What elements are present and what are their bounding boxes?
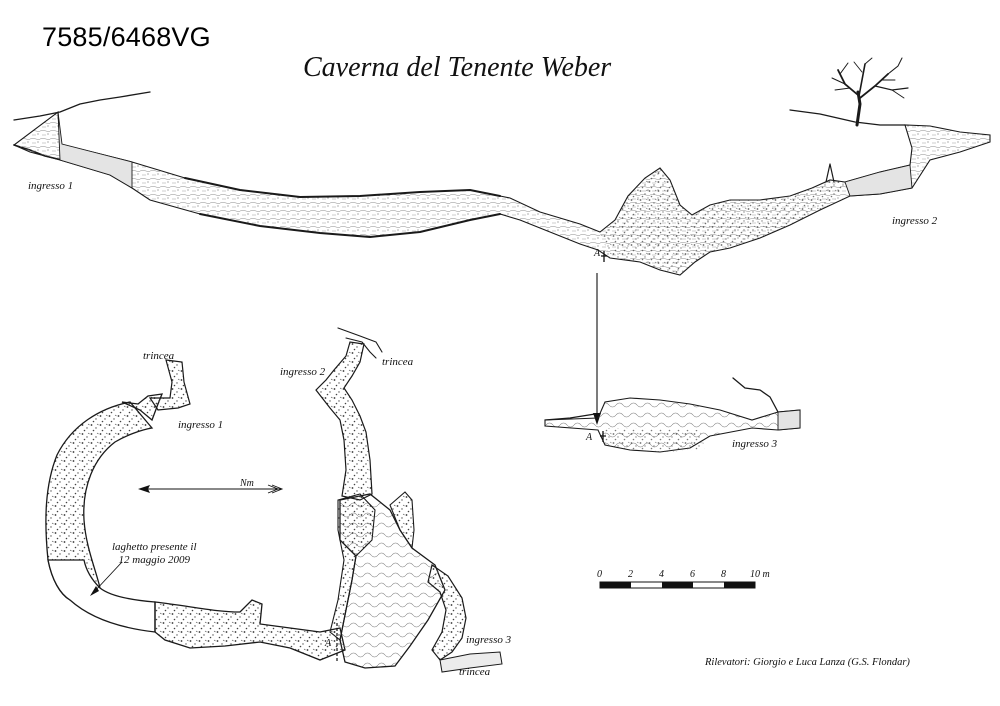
entrance-1-shaft xyxy=(57,111,133,189)
plan-lake-label: laghetto presente il 12 maggio 2009 xyxy=(112,541,197,567)
cave-profile-body xyxy=(12,110,991,276)
plan-trench-1 xyxy=(148,359,191,411)
point-a-marker xyxy=(601,251,607,262)
profile-floor-edge xyxy=(199,213,501,238)
scale-tick-10m: 10 m xyxy=(750,569,770,580)
plan-entrance-1-label: ingresso 1 xyxy=(178,419,224,431)
plan-branch-east xyxy=(427,564,467,661)
plan-gallery-south xyxy=(154,599,346,661)
plan-corridor-north xyxy=(315,341,373,501)
plan-trench-1-label: trincea xyxy=(143,350,175,362)
plan-view xyxy=(45,327,503,673)
scale-tick-6: 6 xyxy=(690,569,695,580)
plan-lake-label-line-2: 12 maggio 2009 xyxy=(118,554,191,566)
plan-lake-label-line-1: laghetto presente il xyxy=(112,541,197,553)
plan-trench-2-label: trincea xyxy=(382,356,414,368)
plan-central-stipple-west xyxy=(329,493,376,641)
section-link-arrow xyxy=(593,273,601,425)
scale-tick-0: 0 xyxy=(597,569,602,580)
cadastral-number: 7585/6468VG xyxy=(42,22,211,52)
lake-pointer-arrow xyxy=(90,561,123,596)
cave-profile-stipple xyxy=(600,168,845,275)
plan-point-a-label: A xyxy=(325,638,332,649)
surface-left xyxy=(13,91,151,121)
cross-point-a-label: A xyxy=(586,432,593,443)
profile-entrance-2-label: ingresso 2 xyxy=(892,215,938,227)
plan-lake xyxy=(47,559,156,633)
plan-entrance-2-label: ingresso 2 xyxy=(280,366,326,378)
scale-tick-2: 2 xyxy=(628,569,633,580)
plan-trench-3-label: trincea xyxy=(459,666,491,678)
cave-title: Caverna del Tenente Weber xyxy=(303,52,612,83)
cross-section-entrance-shaft xyxy=(777,409,801,431)
scale-tick-8: 8 xyxy=(721,569,726,580)
plan-trench-3 xyxy=(439,651,503,673)
section-profile xyxy=(12,57,991,276)
entrance-2-shaft xyxy=(844,164,913,197)
plan-north-label: Nm xyxy=(240,478,254,489)
surface-right xyxy=(789,109,906,126)
cross-entrance-3-label: ingresso 3 xyxy=(732,438,778,450)
profile-roof-edge xyxy=(184,177,501,198)
profile-point-a-label: A xyxy=(594,248,601,259)
cross-point-a-marker xyxy=(600,431,606,442)
plan-entrance-3-label: ingresso 3 xyxy=(466,634,512,646)
cross-section-floor-stipple xyxy=(605,428,705,452)
surveyors-credit: Rilevatori: Giorgio e Luca Lanza (G.S. F… xyxy=(705,657,910,668)
north-arrow-icon xyxy=(138,484,284,494)
stalagmite xyxy=(825,163,835,183)
plan-trench-2-walls xyxy=(337,327,383,359)
profile-entrance-1-label: ingresso 1 xyxy=(28,180,74,192)
scale-bar xyxy=(599,581,756,589)
cross-section xyxy=(544,377,801,453)
tree-icon xyxy=(831,57,909,127)
plan-central-stipple-east xyxy=(389,491,415,550)
scale-tick-4: 4 xyxy=(659,569,664,580)
